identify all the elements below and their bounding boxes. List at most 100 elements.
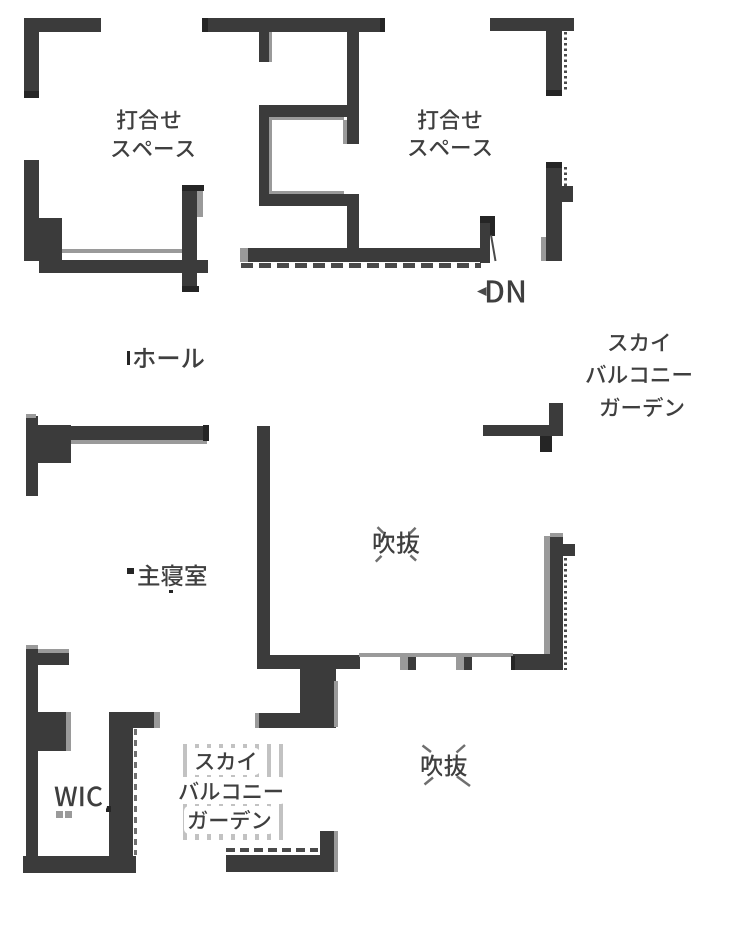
- label-glyphs: [175, 778, 285, 803]
- glyph: [157, 107, 184, 132]
- wall-segment: [408, 653, 416, 670]
- room-label-void-lower: 吹抜: [418, 751, 470, 782]
- window-line: [255, 713, 259, 728]
- void-cross-tick: [423, 776, 434, 786]
- window-line: [400, 653, 408, 670]
- wall-segment: [562, 186, 573, 202]
- window-line: [269, 32, 272, 62]
- wall-segment: [34, 712, 66, 751]
- window-line: [62, 249, 182, 253]
- glyph: [131, 345, 159, 372]
- glyph: [606, 332, 630, 355]
- wall-end-cap: [169, 588, 173, 593]
- room-label-stairs-down: DN: [483, 274, 529, 312]
- wall-segment: [483, 425, 549, 436]
- room-label-sky-balcony-garden-east-line3: ガーデン: [597, 394, 687, 422]
- glyph: [483, 277, 507, 306]
- glyph: [648, 365, 673, 385]
- wall-end-cap: [546, 90, 562, 96]
- label-glyphs: [131, 345, 208, 372]
- glyph: [597, 394, 623, 420]
- window-line: [359, 653, 513, 657]
- glyph: [135, 106, 163, 133]
- window-line: [269, 117, 272, 194]
- wall-end-cap: [203, 425, 209, 441]
- room-label-sky-balcony-garden-east-line1: スカイ: [606, 330, 674, 357]
- void-cross-tick: [374, 555, 383, 563]
- void-cross-tick: [455, 744, 466, 754]
- window-line: [64, 810, 72, 818]
- wall-segment: [182, 185, 197, 292]
- glyph: [152, 143, 176, 153]
- glyph: [436, 106, 464, 133]
- window-line: [66, 712, 71, 751]
- wall-segment: [259, 32, 269, 62]
- wall-segment: [259, 713, 336, 728]
- glyph: [249, 809, 273, 832]
- window-line: [26, 414, 36, 418]
- room-label-meeting-space-2-line1: 打合せ: [414, 106, 485, 135]
- wall-segment: [259, 194, 359, 206]
- dashed-line: [564, 558, 567, 670]
- void-cross-tick: [408, 526, 417, 535]
- wall-end-cap: [380, 18, 385, 32]
- glyph: [628, 364, 650, 386]
- wall-segment: [464, 653, 472, 670]
- glyph: [449, 142, 473, 152]
- glyph: [227, 807, 253, 833]
- window-line: [456, 653, 464, 670]
- glyph: [414, 106, 441, 133]
- wall-end-cap: [182, 185, 204, 191]
- glyph: [182, 561, 210, 589]
- wall-segment: [24, 18, 101, 32]
- glyph: [113, 106, 141, 133]
- glyph: [604, 363, 631, 387]
- room-label-sky-balcony-garden-east-line2: バルコニー: [583, 361, 695, 389]
- void-cross-tick: [409, 554, 417, 562]
- room-label-sky-balcony-garden-south-line1: スカイ: [192, 749, 260, 776]
- glyph: [627, 330, 651, 355]
- wall-segment: [490, 18, 574, 31]
- wall-segment: [546, 162, 562, 261]
- glyph: [240, 781, 264, 801]
- wall-end-cap: [24, 91, 39, 98]
- glyph: [405, 136, 430, 160]
- wall-segment: [39, 260, 208, 273]
- window-line: [550, 533, 563, 537]
- glyph: [648, 330, 672, 355]
- window-line: [334, 831, 338, 872]
- glyph: [583, 361, 609, 386]
- glyph: [640, 394, 667, 420]
- glyph: [156, 353, 182, 363]
- window-line: [334, 681, 338, 727]
- glyph: [370, 528, 399, 557]
- wall-segment: [257, 426, 270, 655]
- label-glyphs: [606, 330, 672, 355]
- window-line: [26, 645, 38, 649]
- glyph: [185, 807, 210, 833]
- wall-segment: [550, 536, 563, 670]
- glyph: [84, 783, 106, 810]
- glyph: [173, 137, 198, 161]
- room-label-meeting-space-1-line1: 打合せ: [113, 106, 184, 135]
- window-line: [71, 440, 207, 444]
- wall-end-cap: [511, 656, 515, 670]
- room-label-meeting-space-1-line2: スペース: [108, 136, 198, 163]
- label-glyphs: [108, 137, 198, 161]
- label-glyphs: [185, 807, 273, 833]
- glyph: [426, 136, 452, 159]
- label-glyphs: [483, 277, 528, 306]
- wall-segment: [24, 218, 62, 261]
- label-glyphs: [192, 749, 259, 774]
- wall-segment: [38, 653, 69, 665]
- label-glyphs: [113, 106, 184, 133]
- window-line: [154, 712, 160, 728]
- label-glyphs: [405, 136, 495, 160]
- wall-end-cap: [127, 568, 137, 574]
- label-glyphs: [135, 561, 210, 590]
- glyph: [393, 528, 423, 557]
- glyph: [470, 136, 495, 160]
- glyph: [504, 277, 528, 306]
- wall-segment: [546, 31, 562, 93]
